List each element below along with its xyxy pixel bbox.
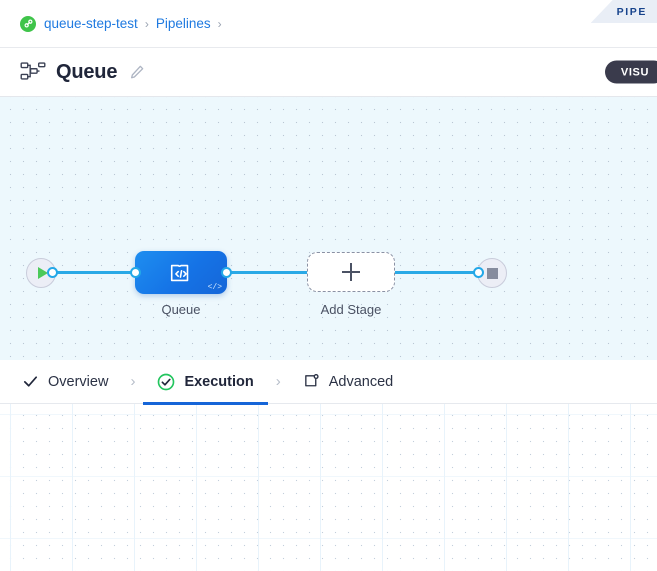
stage-start-node[interactable] — [26, 258, 56, 288]
stage-start-port[interactable] — [47, 267, 58, 278]
tab-advanced-label: Advanced — [328, 373, 394, 390]
box-gear-icon — [303, 373, 320, 390]
stage-end-port[interactable] — [473, 267, 484, 278]
check-circle-green-icon — [157, 373, 175, 391]
stage-queue-input-port[interactable] — [130, 267, 141, 278]
visual-mode-badge[interactable]: VISU — [604, 60, 657, 84]
breadcrumb-item-pipelines[interactable]: Pipelines — [155, 16, 211, 31]
stage-canvas[interactable]: </> Queue Add Stage — [0, 97, 657, 360]
breadcrumb-separator: › — [144, 16, 149, 31]
stage-node-queue[interactable]: </> — [135, 251, 227, 294]
breadcrumb-item-project[interactable]: queue-step-test — [44, 16, 138, 31]
page-title: Queue — [56, 60, 118, 83]
tab-separator: › — [275, 373, 281, 390]
project-circle-icon — [20, 15, 36, 32]
visual-mode-badge-label: VISU — [620, 66, 649, 78]
wire-queue-to-addstage — [222, 271, 317, 274]
tab-advanced[interactable]: Advanced — [303, 360, 394, 404]
tab-overview-label: Overview — [48, 373, 109, 390]
tab-separator: › — [130, 373, 136, 390]
stage-node-queue-label: Queue — [161, 302, 201, 317]
check-icon — [22, 373, 39, 390]
page-header: Queue VISU — [0, 48, 657, 97]
play-icon — [37, 267, 48, 279]
step-tabs: Overview › Execution › Advanced — [0, 360, 657, 405]
breadcrumb-separator: › — [217, 16, 222, 31]
add-stage-label: Add Stage — [320, 302, 382, 317]
stage-flow: </> Queue Add Stage — [0, 97, 657, 360]
tab-overview[interactable]: Overview — [22, 360, 108, 404]
code-puzzle-icon — [168, 260, 194, 286]
add-stage-button[interactable] — [307, 252, 395, 292]
stage-queue-code-badge: </> — [207, 283, 222, 292]
breadcrumb: queue-step-test › Pipelines › PIPE — [0, 0, 657, 48]
pencil-icon[interactable] — [129, 64, 145, 80]
plus-icon — [342, 263, 360, 281]
tab-execution-label: Execution — [184, 373, 254, 390]
pipeline-hierarchy-icon — [20, 61, 46, 83]
pipelines-ribbon-label: PIPE — [616, 5, 647, 18]
stop-icon — [486, 267, 498, 279]
pipelines-ribbon: PIPE — [590, 0, 657, 23]
stage-queue-output-port[interactable] — [221, 267, 232, 278]
step-flow: </> Queue </> Sleep — [0, 404, 657, 571]
wire-addstage-to-end — [390, 271, 486, 274]
step-canvas[interactable]: </> Queue </> Sleep — [0, 404, 657, 571]
tab-execution[interactable]: Execution — [143, 360, 269, 405]
wire-start-to-queue — [52, 271, 147, 274]
